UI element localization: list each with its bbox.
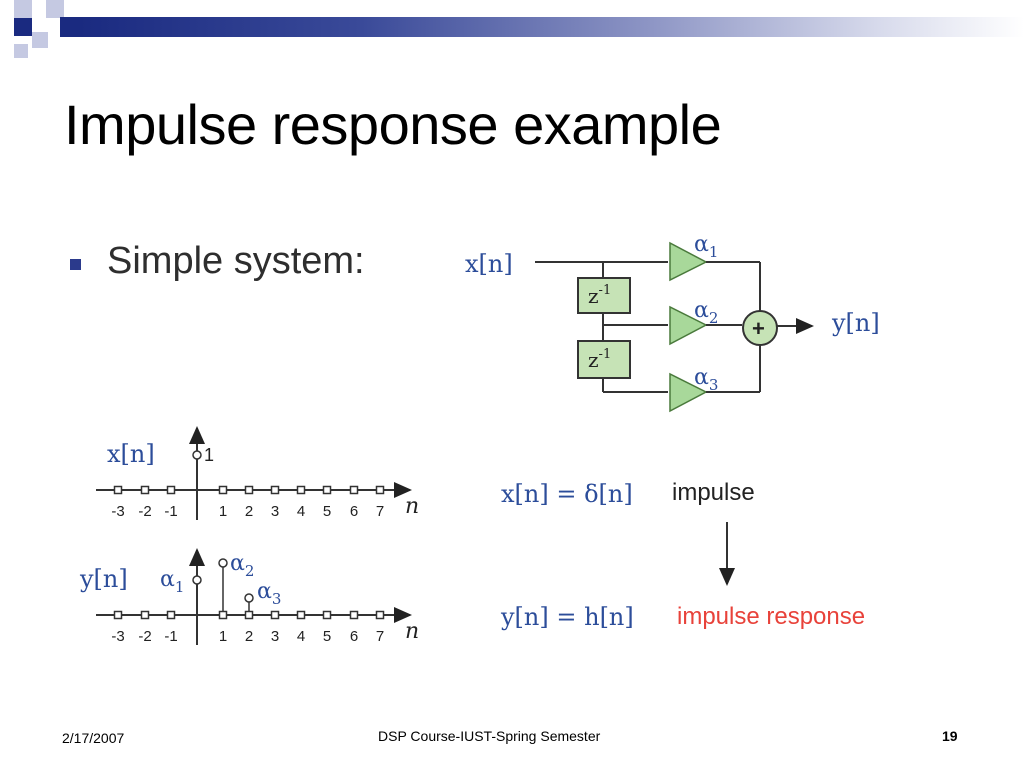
svg-text:z-1: z-1 <box>588 347 611 372</box>
top-impulse-label: 1 <box>204 445 214 465</box>
gain-3-index: 3 <box>709 376 719 394</box>
top-zero-marker <box>140 485 150 495</box>
bottom-axis-var: n <box>405 619 419 644</box>
top-plot-ticks: -3 -2 -1 1 2 3 4 5 6 7 <box>111 485 385 520</box>
bottom-stem-alpha1 <box>192 575 202 585</box>
delay-label-1: z <box>588 284 599 308</box>
svg-text:α3: α3 <box>257 579 281 608</box>
delay-label-2: z <box>588 348 599 372</box>
corner-decoration <box>14 0 78 58</box>
svg-text:α3: α3 <box>694 365 718 394</box>
impulse-word: impulse <box>672 479 755 506</box>
bottom-tick-label: 2 <box>245 628 253 645</box>
gain-1-symbol: α <box>694 232 709 257</box>
bottom-tick-label: -3 <box>111 628 124 645</box>
svg-text:α1: α1 <box>694 232 718 261</box>
gain-3-icon <box>669 372 708 413</box>
title-accent-bar <box>78 17 1024 37</box>
top-impulse-marker <box>192 450 202 460</box>
alpha1-index: 1 <box>175 578 185 596</box>
bottom-stem-alpha3 <box>244 593 254 603</box>
output-label: y[n] <box>831 309 880 337</box>
bottom-tick-label: 6 <box>350 628 358 645</box>
adder-symbol: + <box>752 316 765 341</box>
gain-2-symbol: α <box>694 298 709 323</box>
top-tick-label: 5 <box>323 503 331 520</box>
bottom-zero-marker <box>322 610 332 620</box>
bottom-tick-label: 3 <box>271 628 279 645</box>
top-zero-marker <box>113 485 123 495</box>
top-zero-marker <box>322 485 332 495</box>
bottom-zero-marker <box>140 610 150 620</box>
svg-text:z-1: z-1 <box>588 283 611 308</box>
bottom-zero-marker <box>113 610 123 620</box>
slide-title: Impulse response example <box>64 93 722 156</box>
gain-1-icon <box>669 241 708 282</box>
svg-text:α1: α1 <box>160 567 184 596</box>
bullet-square-icon <box>70 259 81 270</box>
bottom-zero-marker <box>270 610 280 620</box>
top-axis-var: n <box>405 494 419 519</box>
input-label: x[n] <box>465 250 513 278</box>
gain-2-index: 2 <box>709 309 719 327</box>
delay-block-1 <box>577 277 631 314</box>
gain-3-symbol: α <box>694 365 709 390</box>
top-tick-label: 7 <box>376 503 384 520</box>
top-tick-label: 1 <box>219 503 227 520</box>
footer-course: DSP Course-IUST-Spring Semester <box>378 728 601 744</box>
bottom-tick-label: 5 <box>323 628 331 645</box>
equation-impulse: x[n] = δ[n] <box>501 480 633 508</box>
delay-block-2 <box>577 340 631 379</box>
bottom-zero-marker <box>244 610 254 620</box>
bottom-zero-marker <box>349 610 359 620</box>
delay-exp-2: -1 <box>599 347 612 362</box>
top-tick-label: 6 <box>350 503 358 520</box>
top-tick-label: -1 <box>164 503 177 520</box>
top-zero-marker <box>244 485 254 495</box>
top-zero-marker <box>375 485 385 495</box>
bullet-text: Simple system: <box>107 240 365 282</box>
top-plot-label: x[n] <box>107 440 155 468</box>
bottom-tick-label: -2 <box>138 628 151 645</box>
bottom-zero-marker <box>218 610 228 620</box>
alpha1-symbol: α <box>160 567 175 592</box>
bullet-item: Simple system: <box>70 240 365 283</box>
top-tick-label: 3 <box>271 503 279 520</box>
bottom-tick-label: 1 <box>219 628 227 645</box>
gain-2-icon <box>669 305 708 346</box>
alpha3-symbol: α <box>257 579 272 604</box>
alpha2-symbol: α <box>230 551 245 576</box>
delay-exp-1: -1 <box>599 283 612 298</box>
bottom-stem-alpha2 <box>218 558 228 568</box>
svg-text:α2: α2 <box>694 298 718 327</box>
top-zero-marker <box>166 485 176 495</box>
footer-date: 2/17/2007 <box>62 730 125 746</box>
svg-text:α2: α2 <box>230 551 254 580</box>
gain-1-index: 1 <box>709 243 719 261</box>
alpha3-index: 3 <box>272 590 282 608</box>
footer-page-number: 19 <box>942 728 958 744</box>
top-zero-marker <box>296 485 306 495</box>
adder-icon <box>742 310 778 346</box>
equation-response: y[n] = h[n] <box>501 603 634 631</box>
bottom-zero-marker <box>375 610 385 620</box>
alpha2-index: 2 <box>245 562 255 580</box>
top-tick-label: 2 <box>245 503 253 520</box>
bottom-plot-label: y[n] <box>79 565 128 593</box>
top-zero-marker <box>270 485 280 495</box>
top-tick-label: -2 <box>138 503 151 520</box>
bottom-zero-marker <box>166 610 176 620</box>
top-zero-marker <box>349 485 359 495</box>
bottom-tick-label: -1 <box>164 628 177 645</box>
bottom-zero-marker <box>296 610 306 620</box>
top-tick-label: 4 <box>297 503 305 520</box>
bottom-tick-label: 4 <box>297 628 305 645</box>
bottom-tick-label: 7 <box>376 628 384 645</box>
top-tick-label: -3 <box>111 503 124 520</box>
bottom-plot-ticks: -3 -2 -1 1 2 3 4 5 6 7 <box>111 610 385 645</box>
top-zero-marker <box>218 485 228 495</box>
impulse-response-word: impulse response <box>677 603 866 630</box>
